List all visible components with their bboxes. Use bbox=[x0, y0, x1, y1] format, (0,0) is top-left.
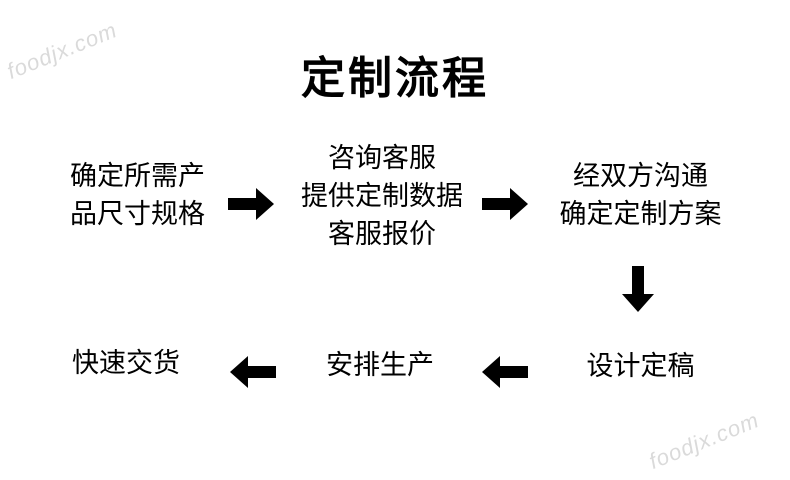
step-text: 确定所需产 bbox=[70, 161, 205, 192]
arrow-left-icon bbox=[230, 356, 276, 388]
step-delivery: 快速交货 bbox=[56, 345, 196, 383]
step-text: 快速交货 bbox=[72, 348, 180, 379]
step-design-final: 设计定稿 bbox=[568, 348, 713, 386]
step-text: 提供定制数据 bbox=[301, 181, 463, 212]
arrow-right-icon bbox=[482, 188, 528, 220]
step-text: 确定定制方案 bbox=[559, 199, 722, 230]
watermark: foodjx.com bbox=[645, 407, 763, 474]
step-text: 咨询客服 bbox=[328, 143, 436, 174]
step-text: 设计定稿 bbox=[586, 351, 695, 382]
step-text: 品尺寸规格 bbox=[70, 199, 205, 230]
page-title: 定制流程 bbox=[301, 53, 489, 104]
step-text: 安排生产 bbox=[326, 350, 434, 381]
step-text: 客服报价 bbox=[328, 219, 436, 250]
arrow-right-icon bbox=[228, 188, 274, 220]
step-production: 安排生产 bbox=[306, 347, 454, 385]
step-confirm-size: 确定所需产 品尺寸规格 bbox=[50, 158, 225, 234]
arrow-left-icon bbox=[482, 356, 528, 388]
step-consult-service: 咨询客服 提供定制数据 客服报价 bbox=[287, 140, 477, 254]
arrow-down-icon bbox=[622, 266, 654, 312]
step-text: 经双方沟通 bbox=[573, 161, 708, 192]
step-confirm-plan: 经双方沟通 确定定制方案 bbox=[538, 158, 743, 234]
